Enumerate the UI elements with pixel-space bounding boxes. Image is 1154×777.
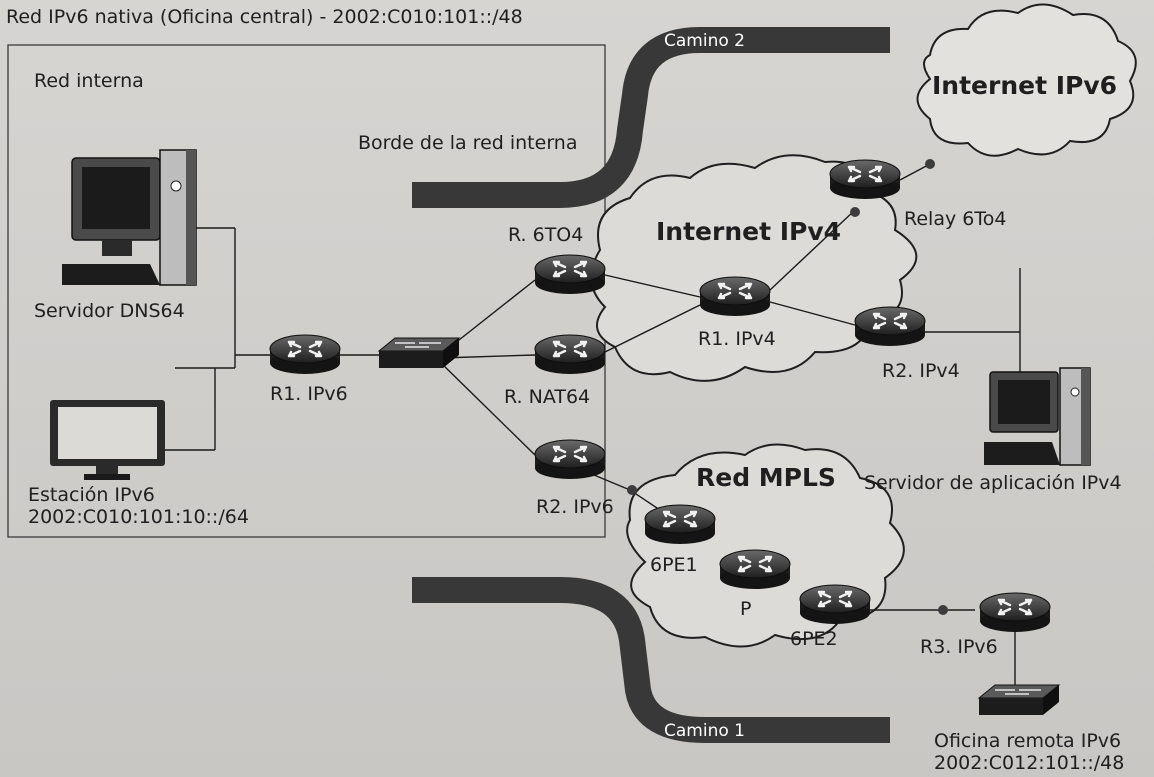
path-2-band xyxy=(412,27,890,208)
6pe1-label: 6PE1 xyxy=(650,554,698,576)
r-6to4-label: R. 6TO4 xyxy=(508,224,584,246)
router-r1-ipv6 xyxy=(268,333,342,376)
mpls-label: Red MPLS xyxy=(696,463,836,492)
internal-network-label: Red interna xyxy=(34,70,144,92)
remote-office-label: Oficina remota IPv6 2002:C012:101::/48 xyxy=(934,730,1124,774)
internet-ipv4-label: Internet IPv4 xyxy=(656,217,842,246)
router-r3-ipv6 xyxy=(978,591,1052,634)
ipv6-station-icon xyxy=(50,400,165,480)
p-label: P xyxy=(740,598,752,620)
ipv6-station-label: Estación IPv6 2002:C010:101:10::/64 xyxy=(28,484,249,528)
switch-remote xyxy=(978,684,1060,716)
diagram-title: Red IPv6 nativa (Oficina central) - 2002… xyxy=(6,6,523,28)
router-6pe1 xyxy=(643,503,717,546)
router-p xyxy=(718,548,792,591)
r2-ipv4-label: R2. IPv4 xyxy=(882,360,960,382)
router-6pe2 xyxy=(798,583,872,626)
internet-ipv6-cloud xyxy=(916,3,1137,157)
router-r2-ipv6 xyxy=(533,438,607,481)
router-r1-ipv4 xyxy=(698,275,772,318)
r1-ipv6-label: R1. IPv6 xyxy=(270,383,348,405)
switch-office xyxy=(378,337,460,369)
remote-office-prefix: 2002:C012:101::/48 xyxy=(934,752,1125,774)
r-nat64-label: R. NAT64 xyxy=(504,386,591,408)
dns64-label: Servidor DNS64 xyxy=(34,300,185,322)
internet-ipv4-cloud xyxy=(590,154,918,382)
remote-office-name: Oficina remota IPv6 xyxy=(934,730,1122,752)
6pe2-label: 6PE2 xyxy=(790,628,838,650)
relay-6to4-label: Relay 6To4 xyxy=(904,208,1007,230)
link-dots xyxy=(627,159,948,615)
internet-ipv6-label: Internet IPv6 xyxy=(932,71,1118,100)
r3-ipv6-label: R3. IPv6 xyxy=(920,636,998,658)
router-relay-6to4 xyxy=(828,158,902,201)
links xyxy=(165,163,1021,690)
app-server-icon xyxy=(984,367,1091,466)
router-nat64 xyxy=(533,333,607,376)
station-name: Estación IPv6 xyxy=(28,484,155,506)
router-r2-ipv4 xyxy=(853,305,927,348)
r1-ipv4-label: R1. IPv4 xyxy=(698,328,776,350)
app-server-label: Servidor de aplicación IPv4 xyxy=(864,472,1122,494)
edge-label: Borde de la red interna xyxy=(358,132,578,154)
station-prefix: 2002:C010:101:10::/64 xyxy=(28,506,249,528)
path-2-label: Camino 2 xyxy=(664,31,745,51)
router-6to4 xyxy=(533,253,607,296)
r2-ipv6-label: R2. IPv6 xyxy=(536,496,614,518)
path-1-label: Camino 1 xyxy=(664,721,745,741)
path-1-band xyxy=(412,577,890,743)
dns64-server-icon xyxy=(62,149,197,286)
